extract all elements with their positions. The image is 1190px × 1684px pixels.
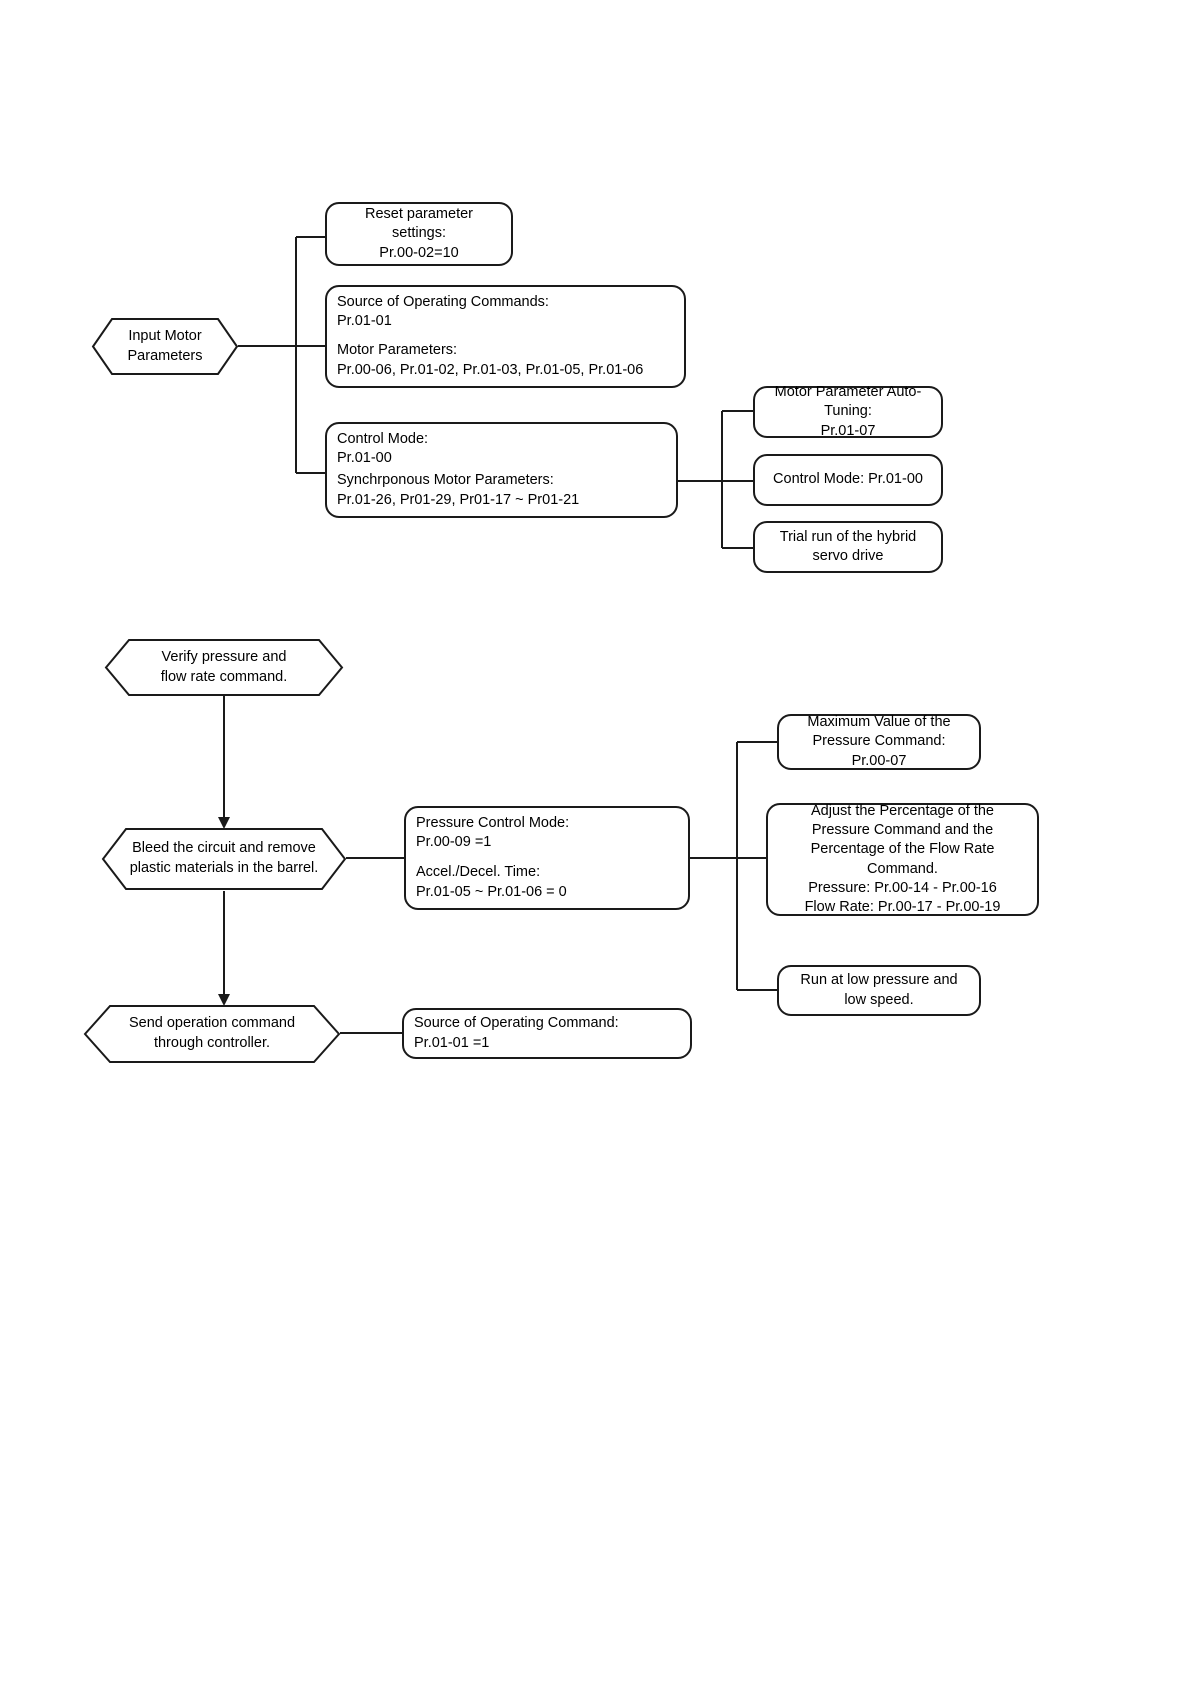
box-text: Motor Parameter Auto- Tuning: Pr.01-07 (774, 384, 922, 439)
box-control-mode-pr0100[interactable]: Control Mode: Pr.01-00 (753, 454, 943, 506)
terminal-label: Bleed the circuit and remove plastic mat… (129, 840, 319, 876)
box-line-2: Pr.00-09 =1 (416, 834, 492, 851)
box-text: Run at low pressure and low speed. (800, 972, 958, 1008)
box-control-mode-sync-motor[interactable]: Control Mode: Pr.01-00 Synchrponous Moto… (325, 422, 678, 518)
terminal-label: Verify pressure and flow rate command. (160, 648, 288, 685)
box-pressure-control-mode[interactable]: Pressure Control Mode: Pr.00-09 =1 Accel… (404, 806, 690, 910)
box-reset-parameter-settings[interactable]: Reset parameter settings: Pr.00-02=10 (325, 202, 513, 266)
hexagon-shape (83, 1005, 341, 1063)
box-line-2: Pr.01-00 (337, 450, 392, 467)
box-line-4: Pr.00-06, Pr.01-02, Pr.01-03, Pr.01-05, … (337, 361, 644, 378)
box-line-1: Source of Operating Commands: (337, 294, 549, 310)
box-adjust-percentage-commands[interactable]: Adjust the Percentage of the Pressure Co… (766, 803, 1039, 916)
box-line-3: Accel./Decel. Time: (416, 864, 541, 881)
hexagon-shape (101, 828, 347, 890)
terminal-bleed-circuit-remove-plastic[interactable]: Bleed the circuit and remove plastic mat… (101, 828, 347, 890)
box-line-3: Synchrponous Motor Parameters: (337, 472, 554, 489)
box-text: Adjust the Percentage of the Pressure Co… (804, 802, 1001, 916)
box-run-low-pressure-low-speed[interactable]: Run at low pressure and low speed. (777, 965, 981, 1016)
box-line-4: Pr.01-05 ~ Pr.01-06 = 0 (416, 883, 567, 900)
box-line-2: Pr.01-01 =1 (414, 1034, 490, 1051)
box-trial-run-hybrid-servo-drive[interactable]: Trial run of the hybrid servo drive (753, 521, 943, 573)
box-line-1: Pressure Control Mode: (416, 815, 570, 831)
box-line-4: Pr.01-26, Pr01-29, Pr01-17 ~ Pr01-21 (337, 491, 580, 508)
box-maximum-value-pressure-command[interactable]: Maximum Value of the Pressure Command: P… (777, 714, 981, 770)
terminal-verify-pressure-flow-rate[interactable]: Verify pressure and flow rate command. (104, 639, 344, 696)
box-text: Trial run of the hybrid servo drive (779, 528, 917, 564)
box-text: Maximum Value of the Pressure Command: P… (807, 714, 951, 769)
box-text: Control Mode: Pr.01-00 (773, 471, 923, 488)
box-line-1: Source of Operating Command: (414, 1015, 619, 1032)
box-line-1: Control Mode: (337, 431, 429, 447)
hexagon-shape (91, 318, 239, 375)
box-line-2: Pr.01-01 (337, 313, 392, 330)
terminal-label: Input Motor Parameters (127, 327, 203, 364)
box-motor-parameter-auto-tuning[interactable]: Motor Parameter Auto- Tuning: Pr.01-07 (753, 384, 943, 439)
box-text: Reset parameter settings: Pr.00-02=10 (365, 206, 473, 261)
box-source-of-operating-command-2[interactable]: Source of Operating Command: Pr.01-01 =1 (402, 1008, 692, 1059)
terminal-input-motor-parameters[interactable]: Input Motor Parameters (91, 318, 239, 375)
hexagon-shape (104, 639, 344, 696)
terminal-label: Send operation command through controlle… (128, 1015, 296, 1051)
box-source-of-operating-commands[interactable]: Source of Operating Commands: Pr.01-01 M… (325, 285, 686, 388)
box-line-3: Motor Parameters: (337, 342, 458, 359)
terminal-send-operation-command[interactable]: Send operation command through controlle… (83, 1005, 341, 1063)
